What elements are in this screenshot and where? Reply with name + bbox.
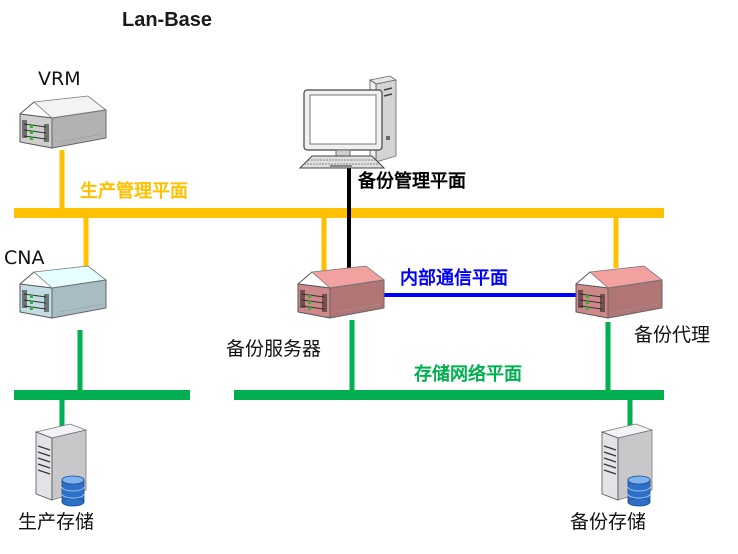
- vrm-server-icon: [19, 95, 107, 149]
- backup-server-icon: [297, 265, 385, 319]
- storage-bus-left: [14, 390, 190, 400]
- storage-network-plane-label: 存储网络平面: [414, 364, 522, 385]
- diagram-title: Lan-Base: [122, 9, 213, 31]
- backup-proxy-label: 备份代理: [634, 324, 711, 346]
- backup-proxy-icon: [575, 265, 663, 319]
- production-storage-icon: [35, 423, 87, 507]
- backup-storage-icon: [601, 423, 653, 507]
- backup-server-label: 备份服务器: [226, 338, 322, 360]
- cna-label: CNA: [4, 247, 45, 269]
- backup-management-plane-label: 备份管理平面: [358, 171, 466, 192]
- storage-bus-right: [234, 390, 664, 400]
- production-management-plane-label: 生产管理平面: [80, 181, 188, 202]
- production-management-bus: [14, 208, 664, 218]
- desktop-computer-icon: [298, 75, 398, 169]
- production-storage-label: 生产存储: [18, 511, 95, 533]
- vrm-label: VRM: [38, 68, 81, 90]
- cna-server-icon: [19, 265, 107, 319]
- internal-communication-plane-label: 内部通信平面: [400, 268, 508, 289]
- backup-storage-label: 备份存储: [570, 511, 647, 533]
